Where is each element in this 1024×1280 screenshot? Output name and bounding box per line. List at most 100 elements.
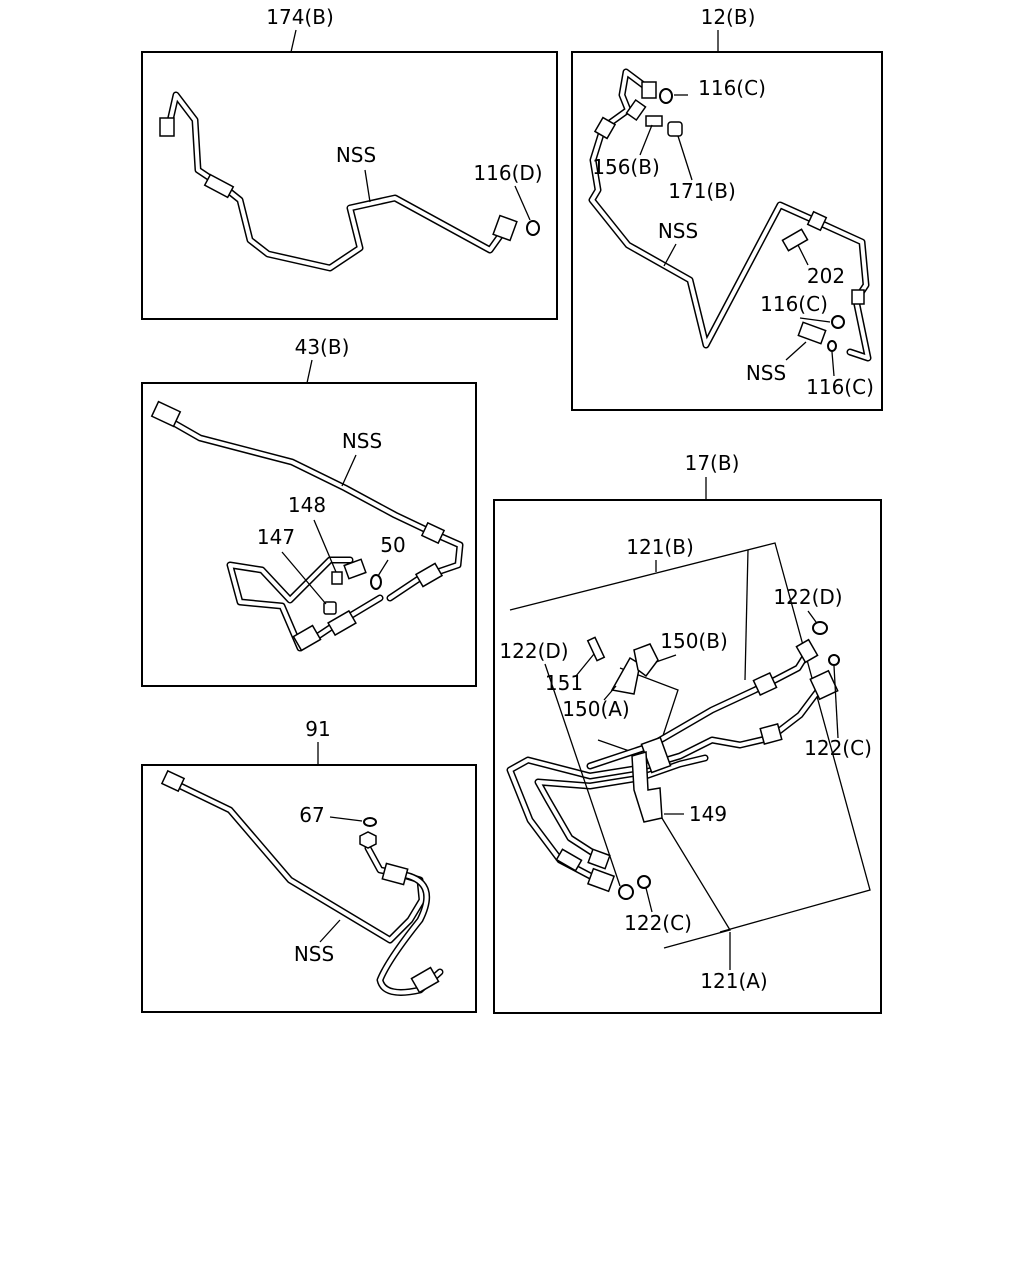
leader-nss <box>341 454 357 487</box>
outline-clip-group <box>597 667 679 761</box>
panel-12b-frame <box>571 51 883 411</box>
label-nss-a: NSS <box>658 219 698 243</box>
pipe-43b-end-fitting <box>150 400 182 428</box>
pipe-174b-sleeve <box>203 173 235 199</box>
oring-116c-c <box>827 340 837 352</box>
leader-nss-b <box>785 341 807 361</box>
pipe-17b-coupler-b <box>752 671 778 697</box>
part-150b <box>633 643 659 678</box>
leader-148 <box>313 519 337 573</box>
panel-17b-frame <box>493 499 882 1014</box>
label-67: 67 <box>299 803 324 827</box>
leader-116c-c <box>831 351 835 377</box>
pipe-12b-fitting-a <box>625 98 647 122</box>
leader-122c-a <box>833 665 839 739</box>
panel-43b-title: 43(B) <box>295 335 350 359</box>
leader-nss-a <box>663 243 677 267</box>
label-150a: 150(A) <box>562 697 629 721</box>
panel-17b: 17(B) <box>493 451 882 1014</box>
pipe-17b-nut-a <box>586 867 616 893</box>
pipe-12b <box>588 68 872 362</box>
pipe-43b-sleeve <box>420 521 446 545</box>
label-122c-b: 122(C) <box>624 911 692 935</box>
pipe-43b <box>150 400 464 652</box>
washer-67 <box>363 817 377 827</box>
label-nss: NSS <box>336 143 376 167</box>
panel-91-title: 91 <box>305 717 330 741</box>
oring-122c-b <box>637 875 651 889</box>
leader-50 <box>377 559 389 577</box>
leader-156b <box>639 124 653 156</box>
pipe-174b-end-fitting <box>492 214 518 242</box>
oring-122d-a <box>812 621 828 635</box>
panel-174b-frame <box>141 51 558 320</box>
panel-12b-title: 12(B) <box>701 5 756 29</box>
part-nss-block <box>797 321 827 345</box>
panel-91-frame <box>141 764 477 1013</box>
part-202 <box>781 228 809 252</box>
pipe-17b-sleeve <box>555 848 583 872</box>
pipe-12b-nut <box>641 81 657 99</box>
pipe-17b <box>506 638 839 893</box>
pipe-43b-hose-joint <box>414 562 444 588</box>
leader-67 <box>329 816 363 822</box>
pipe-12b-fitting-d <box>851 289 865 305</box>
leader-116d <box>514 185 531 221</box>
leader-122c-b <box>645 887 653 913</box>
panel-174b-title-leader <box>290 29 297 53</box>
pipe-91-coupler-b <box>410 966 440 994</box>
oring-122d-b <box>618 884 634 900</box>
pipe-91-coupler-a <box>381 862 409 886</box>
panel-174b: 174(B) NSS 116(D) <box>141 5 558 320</box>
label-116d: 116(D) <box>473 161 542 185</box>
label-150b: 150(B) <box>660 629 728 653</box>
pipe-12b-fitting-c <box>806 210 828 232</box>
nut-67 <box>359 831 377 849</box>
panel-43b-title-leader <box>306 359 313 384</box>
label-nss-b: NSS <box>746 361 786 385</box>
pipe-91-end-fitting <box>160 769 186 793</box>
pipe-17b-fitting-a <box>795 638 819 664</box>
label-122c-a: 122(C) <box>804 736 872 760</box>
part-150a <box>610 656 641 695</box>
panel-12b: 12(B) 116(C) 156(B) 171(B) NSS 202 116(C… <box>571 5 883 411</box>
label-116c-b: 116(C) <box>760 292 828 316</box>
panel-43b: 43(B) NSS 148 147 50 <box>141 335 477 687</box>
part-147 <box>323 601 337 615</box>
label-121a: 121(A) <box>700 969 767 993</box>
panel-17b-title: 17(B) <box>685 451 740 475</box>
label-149: 149 <box>689 802 727 826</box>
label-116c-c: 116(C) <box>806 375 874 399</box>
label-147: 147 <box>257 525 295 549</box>
leader-150b <box>655 654 677 663</box>
panel-91: 91 67 NSS <box>141 717 477 1013</box>
pipe-17b-coupler-c <box>759 723 783 745</box>
label-121b: 121(B) <box>626 535 694 559</box>
pipe-91 <box>160 769 444 996</box>
label-116c-a: 116(C) <box>698 76 766 100</box>
leader-150a <box>603 685 617 701</box>
outline-121a <box>639 781 732 949</box>
pipe-174b <box>159 91 518 272</box>
part-151 <box>586 636 606 662</box>
leader-nss <box>364 169 371 203</box>
panel-43b-frame <box>141 382 477 687</box>
leader-116c-b <box>799 317 831 323</box>
oring-50 <box>370 574 382 590</box>
label-156b: 156(B) <box>592 155 660 179</box>
label-nss: NSS <box>294 942 334 966</box>
pipe-12b-fitting-b <box>593 116 617 140</box>
part-156b <box>645 115 663 127</box>
leader-147 <box>281 551 327 605</box>
oring-116c-b <box>831 315 845 329</box>
part-171b <box>667 121 683 137</box>
label-122d-a: 122(D) <box>773 585 842 609</box>
oring-116d <box>526 220 540 236</box>
leader-202 <box>797 244 809 266</box>
oring-122c-a <box>828 654 840 666</box>
leader-122d-a <box>807 610 817 623</box>
label-50: 50 <box>380 533 405 557</box>
pipe-43b-nut <box>292 624 322 652</box>
panel-174b-title: 174(B) <box>266 5 334 29</box>
